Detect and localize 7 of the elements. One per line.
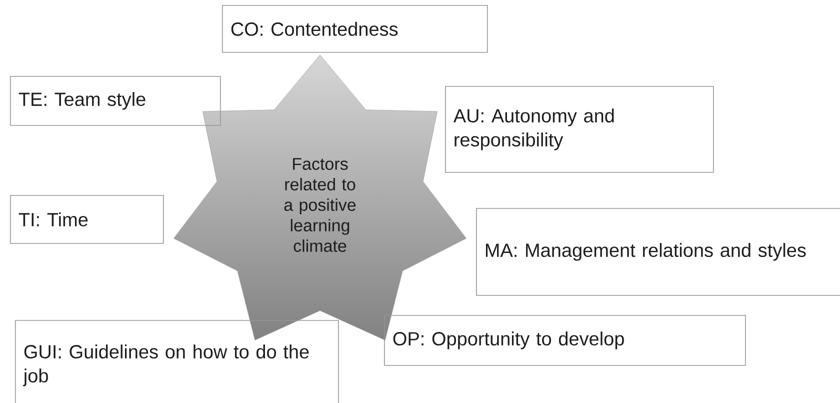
text-box: GUI: Guidelines on how to do the job bbox=[15, 320, 339, 403]
text-box: CO: Contentedness bbox=[222, 5, 488, 53]
text-box: AU: Autonomy and responsibility bbox=[445, 86, 714, 173]
text-box: TI: Time bbox=[10, 195, 164, 244]
text-box: MA: Management relations and styles bbox=[476, 208, 840, 296]
text-box: TE: Team style bbox=[10, 76, 221, 126]
text-box: OP: Opportunity to develop bbox=[384, 315, 746, 366]
